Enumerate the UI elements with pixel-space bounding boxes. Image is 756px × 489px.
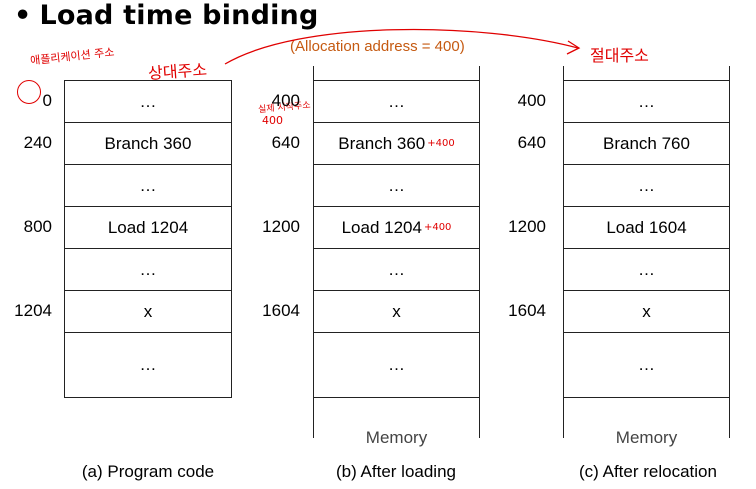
memory-cell: x — [563, 290, 730, 333]
address-label: 1200 — [262, 217, 300, 236]
address-label: 1200 — [508, 217, 546, 236]
address-label: 400 — [271, 91, 300, 110]
cell-text: … — [388, 355, 405, 374]
address-label: 1604 — [508, 301, 546, 320]
memory-cell: Branch 360 — [64, 122, 232, 165]
caption-program-code: (a) Program code — [81, 462, 215, 481]
cell-text: … — [638, 259, 655, 279]
memory-cell: x — [313, 290, 480, 333]
address-label: 640 — [271, 133, 300, 152]
memory-cell: … — [563, 80, 730, 123]
memory-cell: … — [64, 80, 232, 123]
memory-cell: … — [313, 80, 480, 123]
cell-text: x — [143, 301, 153, 321]
cell-text: Load 1204 — [107, 217, 189, 237]
address-label: 240 — [23, 133, 52, 152]
address-label: 0 — [42, 91, 52, 110]
caption-after-relocation: (c) After relocation — [579, 462, 717, 481]
memory-cell: … — [64, 164, 232, 207]
cell-text: … — [388, 259, 405, 279]
address-label: 640 — [517, 133, 546, 152]
handwritten-start-note-2: 400 — [262, 114, 283, 127]
cell-text: … — [139, 259, 157, 279]
address-label: 1204 — [14, 301, 52, 320]
cell-text: Load 1604 — [606, 217, 687, 237]
cell-text: Load 1204 — [341, 217, 422, 237]
cell-text: … — [139, 175, 157, 195]
circle-annotation — [17, 80, 41, 104]
memory-border-c-left — [563, 66, 564, 438]
memory-cell: … — [64, 248, 232, 291]
cell-text: … — [638, 91, 655, 111]
title-text: Load time binding — [39, 0, 319, 31]
memory-cell: … — [64, 332, 232, 398]
memory-cell: … — [563, 248, 730, 291]
cell-text: … — [638, 175, 655, 195]
cell-text: Branch 360 — [338, 133, 426, 153]
cell-text: x — [642, 301, 651, 321]
memory-cell: … — [313, 164, 480, 207]
memory-cell: Branch 360+400 — [313, 122, 480, 165]
memory-cell: Load 1204+400 — [313, 206, 480, 249]
cell-text: Branch 360 — [104, 133, 192, 153]
caption-after-loading: (b) After loading — [335, 462, 456, 481]
cell-text: … — [638, 355, 655, 374]
memory-border-b-left — [313, 66, 314, 438]
memory-cell: … — [313, 248, 480, 291]
memory-border-b-right — [479, 66, 480, 438]
handwritten-physical-address: 절대주소 — [590, 46, 649, 65]
memory-cell: x — [64, 290, 232, 333]
address-label: 400 — [517, 91, 546, 110]
memory-label-c: Memory — [615, 428, 678, 447]
cell-text: … — [139, 91, 157, 111]
cell-text: … — [388, 91, 405, 111]
memory-cell: Branch 760 — [563, 122, 730, 165]
address-label: 800 — [23, 217, 52, 236]
memory-label-b: Memory — [365, 428, 428, 447]
cell-text: Branch 760 — [603, 133, 690, 153]
plus-offset-note: +400 — [427, 138, 455, 149]
memory-cell: … — [563, 164, 730, 207]
memory-cell: Load 1204 — [64, 206, 232, 249]
memory-cell: Load 1604 — [563, 206, 730, 249]
memory-border-c-right — [729, 66, 730, 438]
cell-text: … — [388, 175, 405, 195]
cell-text: x — [392, 301, 401, 321]
plus-offset-note: +400 — [423, 222, 452, 233]
bullet: • — [14, 0, 32, 31]
memory-cell: … — [563, 332, 730, 398]
address-label: 1604 — [262, 301, 300, 320]
allocation-note: (Allocation address = 400) — [290, 38, 465, 55]
memory-cell: … — [313, 332, 480, 398]
cell-text: … — [139, 355, 157, 374]
slide-title: •Load time binding — [14, 0, 319, 31]
